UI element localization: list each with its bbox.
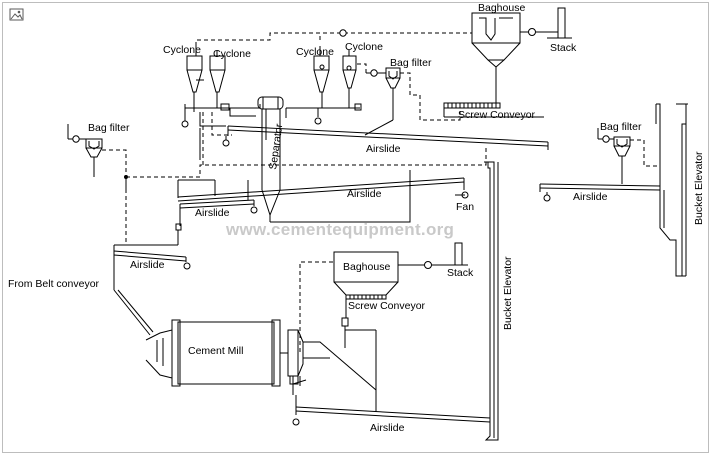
- label-screw-conveyor-top: Screw Conveyor: [458, 109, 536, 121]
- airslide-bottom: [292, 395, 491, 426]
- label-cement-mill: Cement Mill: [188, 345, 243, 357]
- airslide-upper: [222, 125, 549, 150]
- bag-filter-top: [356, 63, 401, 136]
- gas-duct-top: [195, 32, 472, 46]
- label-cyclone-3: Cyclone: [296, 46, 334, 58]
- label-stack-top: Stack: [550, 42, 577, 54]
- cyclone-group-left: [181, 46, 261, 128]
- airslide-middle: [177, 177, 469, 202]
- label-cyclone-4: Cyclone: [345, 41, 383, 53]
- separator: [257, 96, 411, 223]
- watermark-text: www.cementequipment.org: [225, 220, 454, 239]
- label-baghouse-top: Baghouse: [478, 2, 525, 14]
- label-stack-mid: Stack: [447, 267, 474, 279]
- label-from-belt-conveyor: From Belt conveyor: [8, 278, 100, 290]
- label-airslide-5: Airslide: [573, 191, 608, 203]
- screw-conveyor-top: [443, 102, 544, 118]
- screw-conveyor-middle: [341, 294, 387, 410]
- bucket-elevator-center: [484, 161, 499, 441]
- label-bucket-elevator-right: Bucket Elevator: [693, 151, 705, 225]
- label-fan: Fan: [456, 201, 474, 213]
- airslide-lower-left: [113, 244, 191, 336]
- fan-top: [528, 28, 555, 36]
- stack-middle: [446, 242, 468, 266]
- label-bag-filter-top: Bag filter: [390, 57, 432, 69]
- airslide-right: [539, 183, 661, 202]
- label-airslide-2: Airslide: [347, 188, 382, 200]
- airslide-small-left: [175, 199, 258, 245]
- label-bag-filter-right: Bag filter: [600, 121, 642, 133]
- cement-mill: [145, 319, 377, 395]
- stack-top: [547, 7, 572, 39]
- label-cyclone-2: Cyclone: [213, 48, 251, 60]
- image-border: [2, 2, 709, 453]
- label-bucket-elevator-center: Bucket Elevator: [502, 256, 514, 330]
- bag-filter-left: [67, 124, 103, 177]
- bag-filter-right: [597, 128, 631, 184]
- label-airslide-3: Airslide: [195, 207, 230, 219]
- label-bag-filter-left: Bag filter: [88, 122, 130, 134]
- label-cyclone-1: Cyclone: [163, 44, 201, 56]
- label-airslide-1: Airslide: [366, 143, 401, 155]
- label-baghouse-mid: Baghouse: [343, 261, 390, 273]
- image-placeholder-icon: [9, 8, 24, 21]
- cyclone-group-right: [286, 46, 362, 125]
- label-airslide-bottom: Airslide: [370, 422, 405, 434]
- bucket-elevator-right: [655, 103, 688, 277]
- label-screw-conveyor-mid: Screw Conveyor: [348, 300, 426, 312]
- baghouse-top: [471, 12, 521, 68]
- label-airslide-4: Airslide: [130, 259, 165, 271]
